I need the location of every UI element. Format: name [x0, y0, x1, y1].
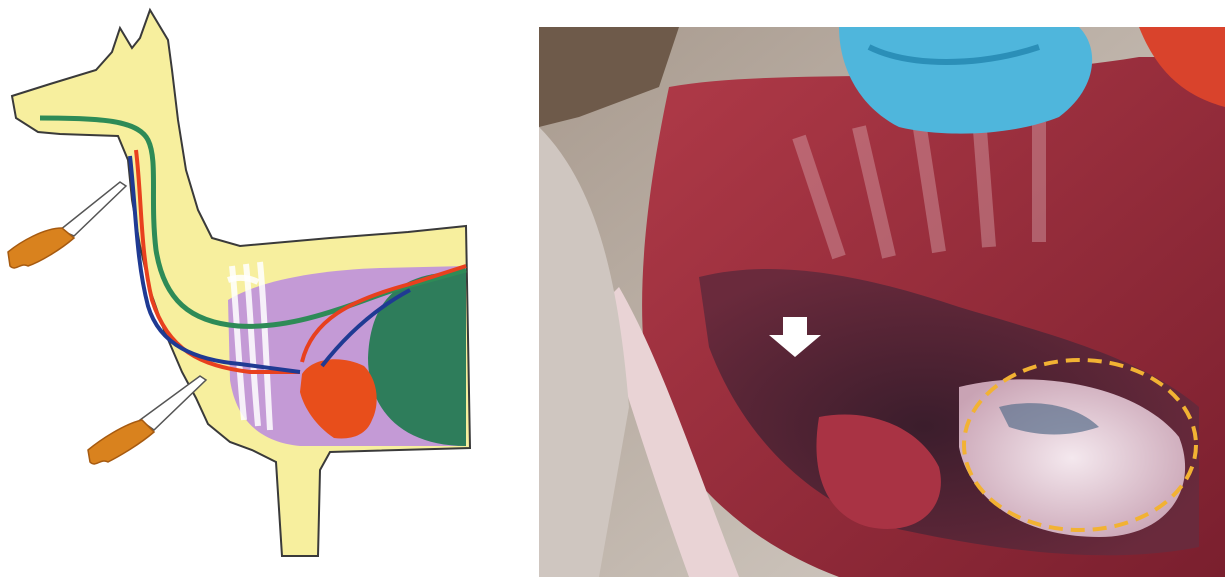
- dissection-photo: [539, 27, 1225, 577]
- knife-handle: [8, 228, 74, 268]
- knife-neck: [8, 182, 126, 268]
- llama-schematic-svg: [0, 0, 520, 577]
- knife-blade: [140, 376, 206, 430]
- llama-diagram: [0, 0, 520, 577]
- dissection-photo-svg: [539, 27, 1225, 577]
- knife-chest: [88, 376, 206, 464]
- knife-blade: [60, 182, 126, 236]
- knife-handle: [88, 420, 154, 464]
